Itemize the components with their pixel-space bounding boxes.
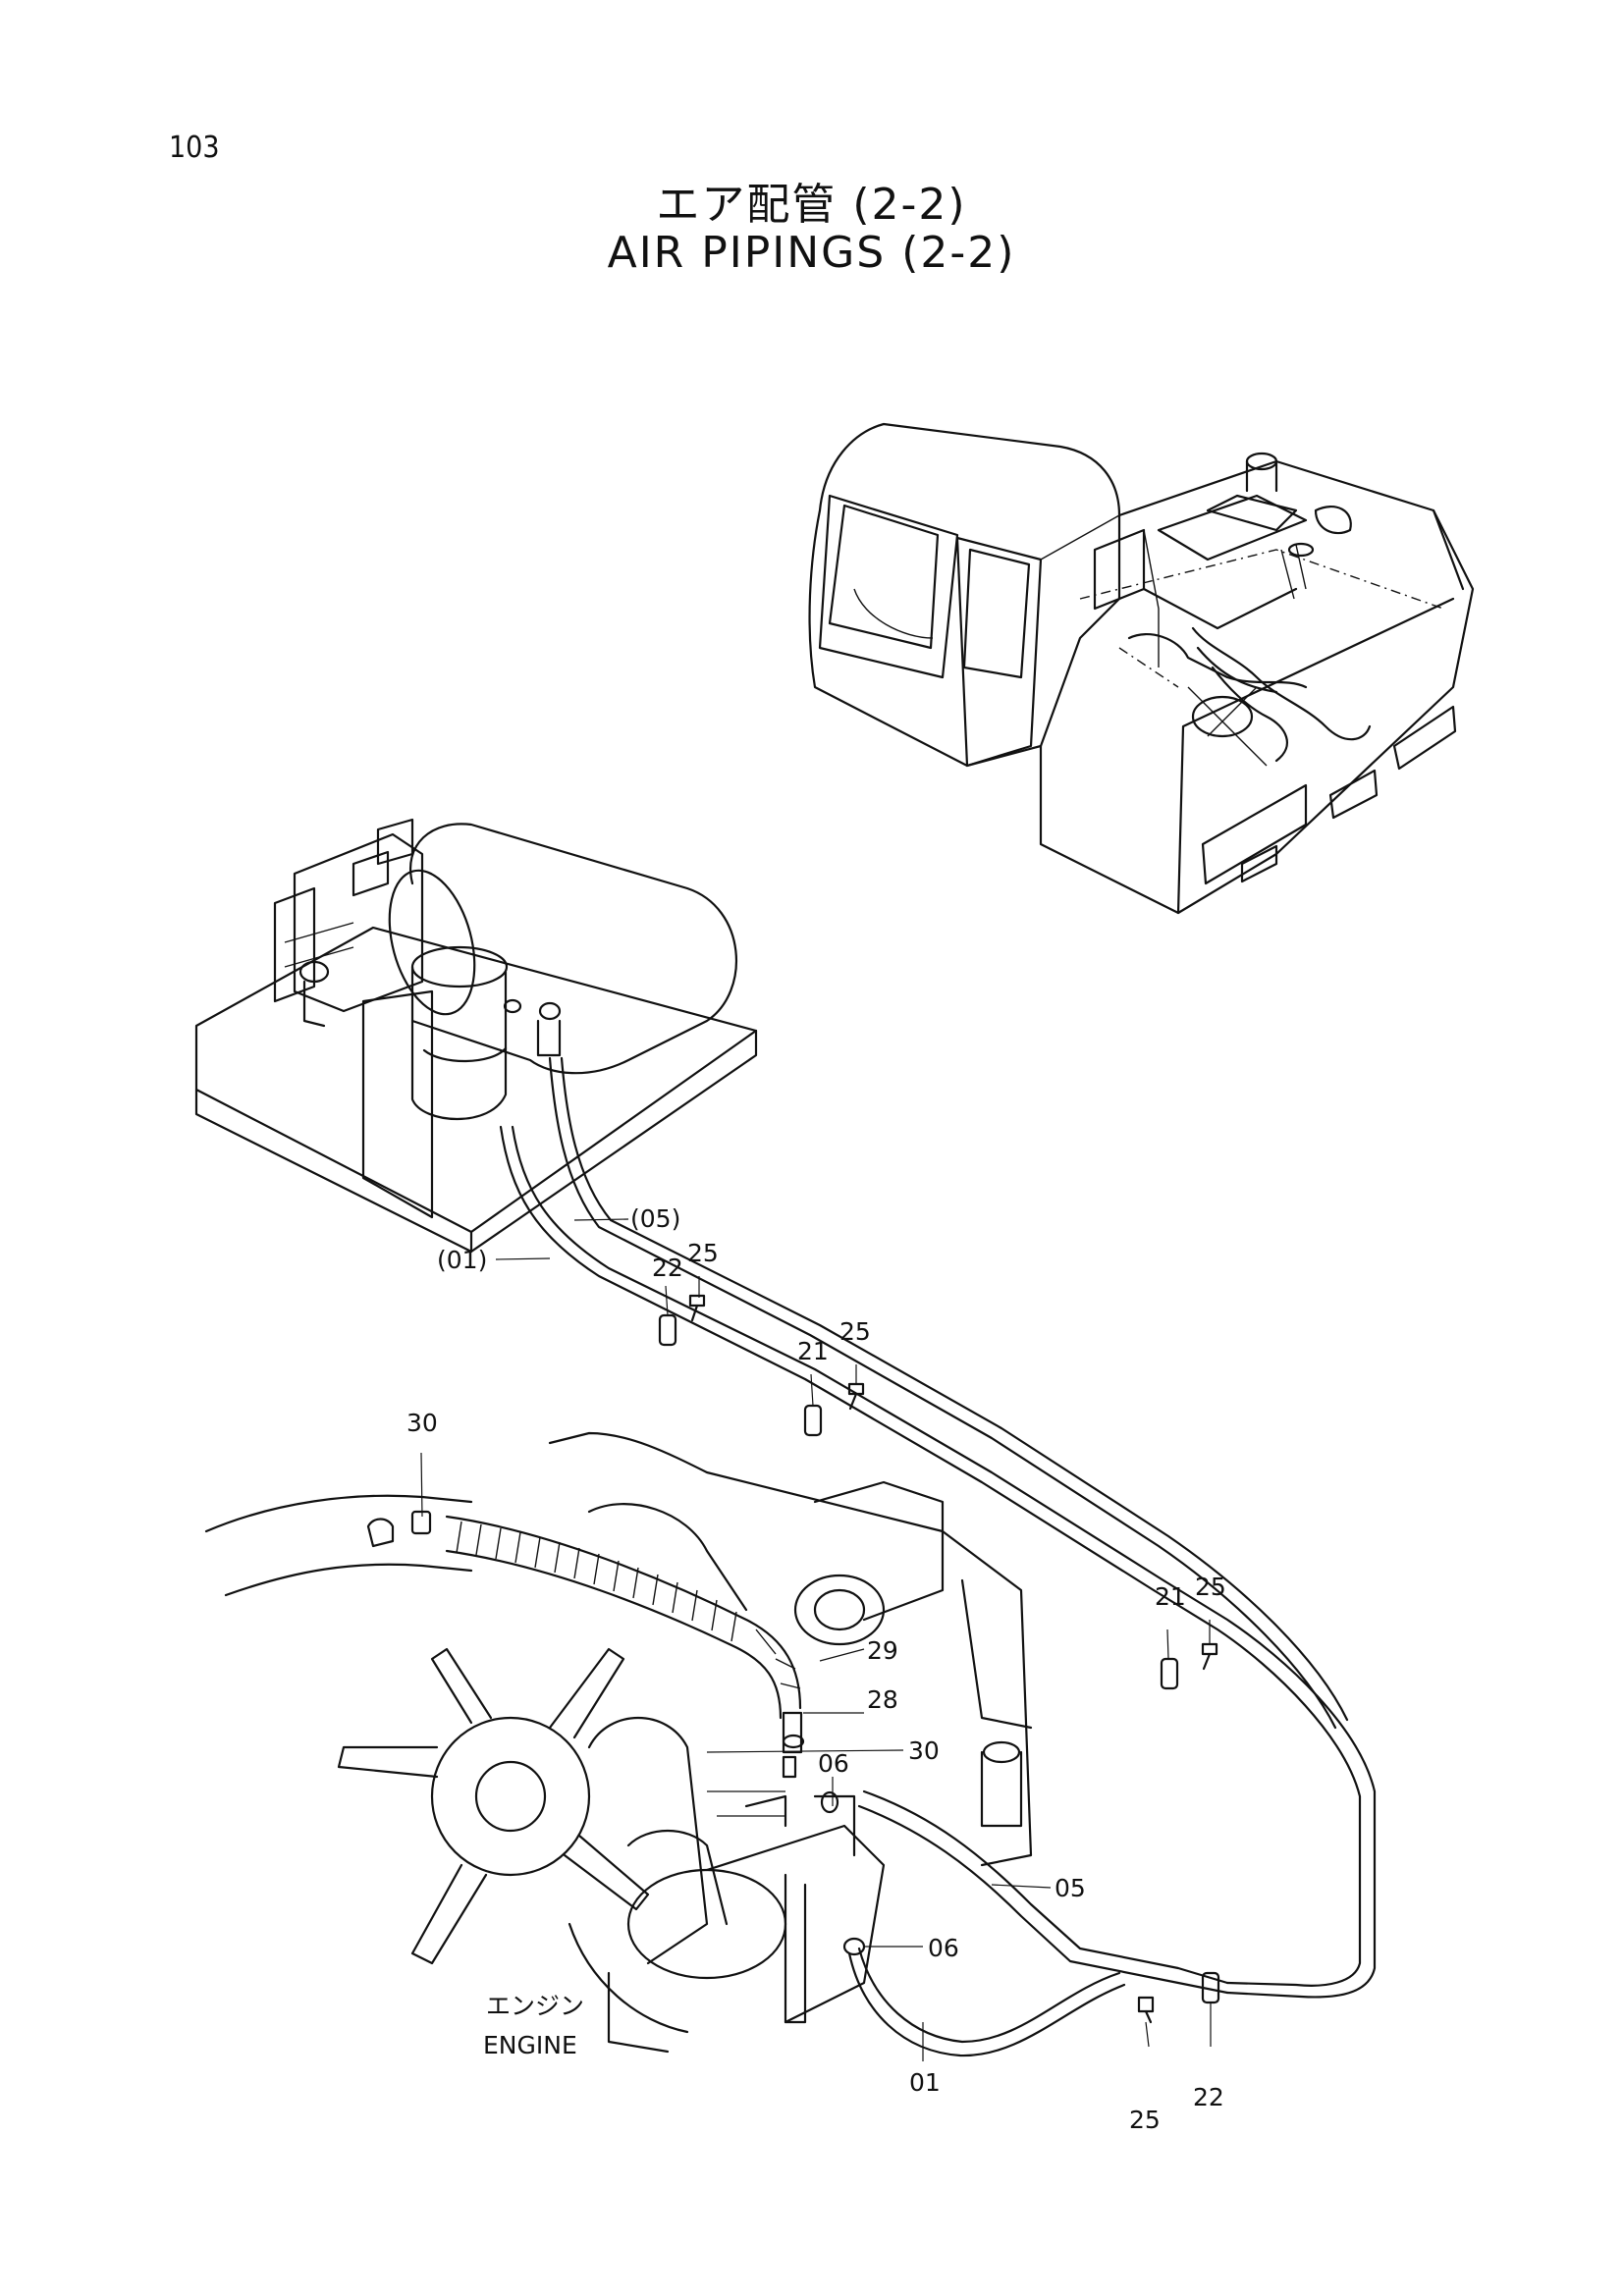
callout-01: 01	[909, 2068, 941, 2097]
engine-label-japanese: エンジン	[486, 1992, 584, 2020]
callout-05-ref: (05)	[630, 1204, 680, 1233]
leader-lines	[420, 1218, 1212, 2061]
title-japanese: エア配管 (2-2)	[656, 180, 967, 230]
engine-illustration	[204, 1431, 1033, 2054]
callout-25-mid: 25	[839, 1317, 871, 1346]
callout-labels: (05) (01) 22 25 21 25 21 25 30 29 28 30 …	[406, 1204, 1226, 2134]
callout-25-top: 25	[687, 1239, 719, 1267]
page-number: 103	[169, 131, 220, 165]
callout-21-mid: 21	[797, 1337, 829, 1365]
callout-05: 05	[1055, 1874, 1086, 1902]
title-english: AIR PIPINGS (2-2)	[607, 228, 1016, 278]
excavator-overview-illustration	[808, 422, 1475, 915]
engine-label-english: ENGINE	[483, 2031, 577, 2059]
callout-29: 29	[867, 1636, 898, 1665]
callout-25-bottom: 25	[1129, 2106, 1161, 2134]
callout-21-right: 21	[1155, 1582, 1186, 1611]
callout-01-ref: (01)	[437, 1246, 487, 1274]
callout-30-low: 30	[908, 1736, 940, 1765]
callout-22-bottom: 22	[1193, 2083, 1224, 2111]
callout-30-top: 30	[406, 1409, 438, 1437]
callout-06-upper: 06	[818, 1749, 849, 1778]
callout-06-lower: 06	[928, 1934, 959, 1962]
callout-22-top: 22	[652, 1254, 683, 1282]
callout-28: 28	[867, 1685, 898, 1714]
air-hoses-illustration	[499, 1056, 1377, 2057]
callout-25-right: 25	[1195, 1573, 1226, 1601]
air-tank-assembly-illustration	[194, 818, 758, 1254]
